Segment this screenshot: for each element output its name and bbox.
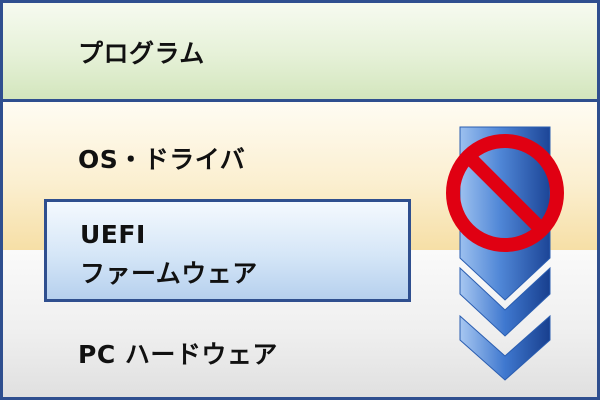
pc-hardware-label: PC ハードウェア	[78, 340, 278, 369]
chevron-down-icon	[459, 266, 551, 337]
os-driver-label: OS・ドライバ	[78, 145, 246, 174]
program-layer: プログラム	[0, 0, 600, 102]
program-label: プログラム	[78, 39, 205, 68]
uefi-label: UEFI	[80, 220, 146, 249]
chevron-down-icon	[459, 314, 551, 381]
uefi-firmware-box: UEFI ファームウェア	[44, 199, 411, 302]
firmware-label: ファームウェア	[80, 259, 258, 288]
